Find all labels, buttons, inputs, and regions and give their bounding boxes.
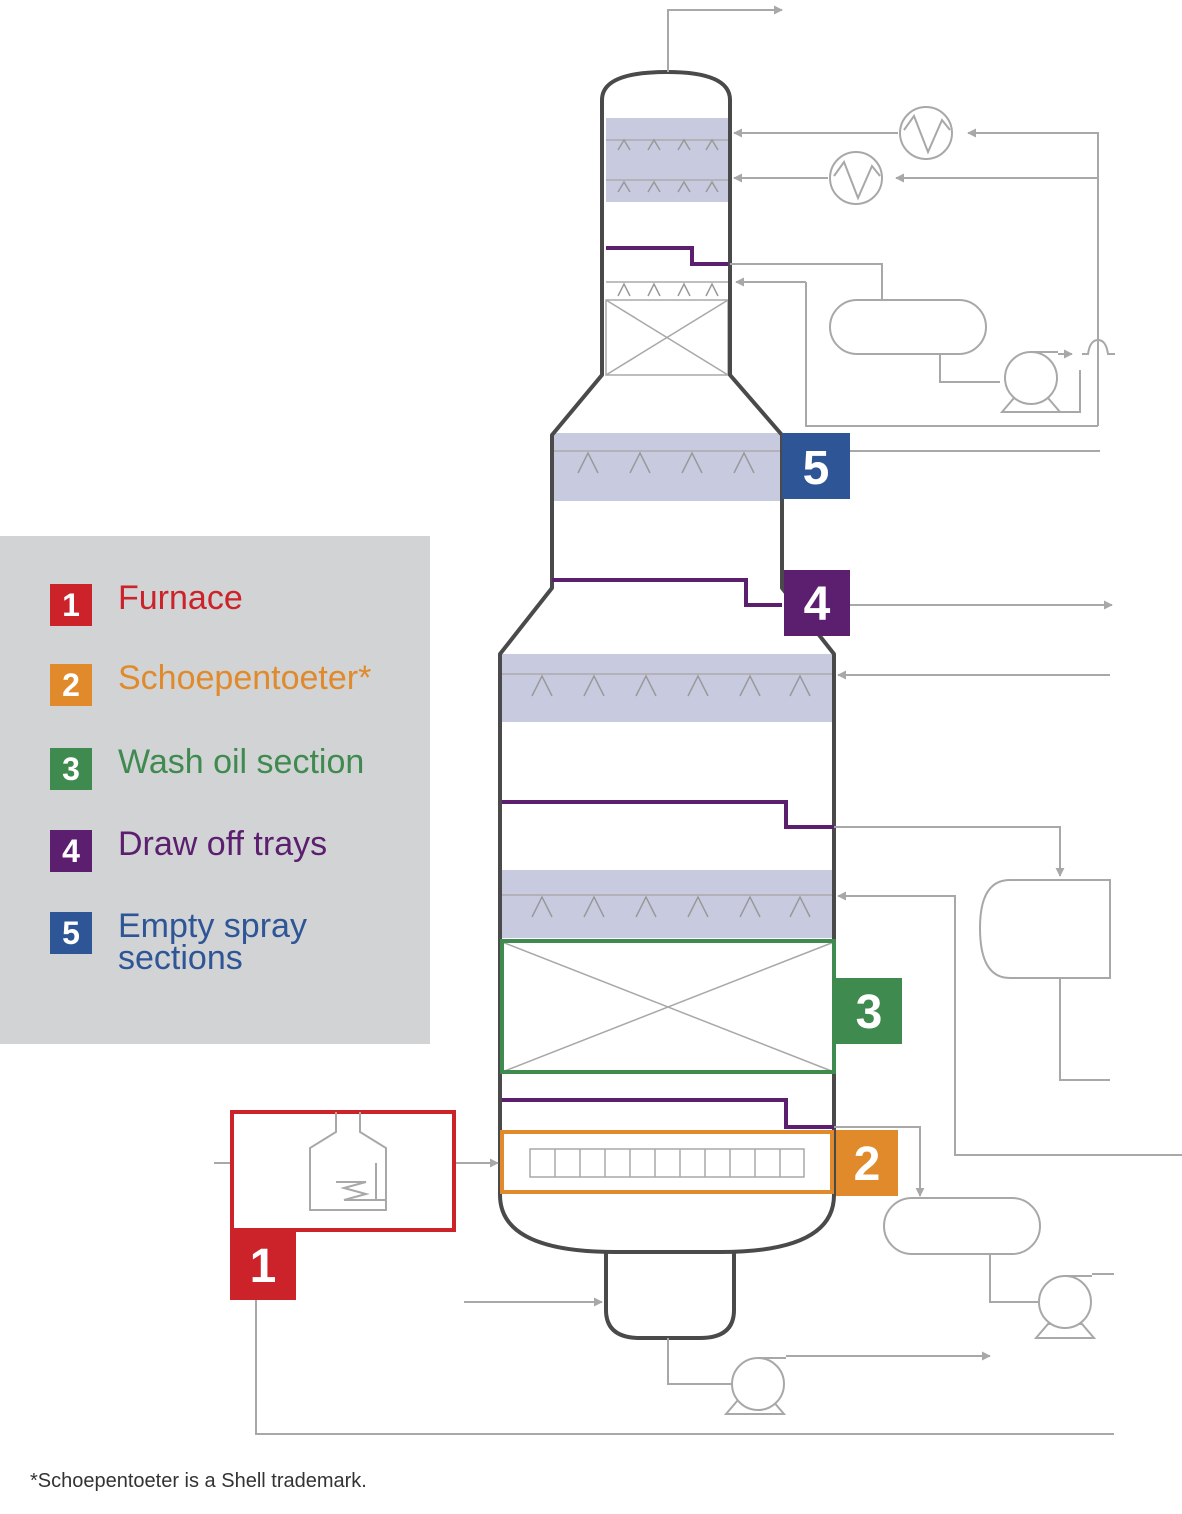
legend-panel: 1 Furnace 2 Schoepentoeter* 3 Wash oil s… — [0, 536, 430, 1044]
furnace — [230, 1110, 456, 1232]
legend-label: Empty spray sections — [118, 907, 418, 977]
svg-text:2: 2 — [854, 1138, 881, 1191]
top-packed-bed — [605, 299, 729, 376]
callout-furnace: 1 — [230, 1230, 296, 1300]
column-shell — [498, 70, 836, 1254]
legend-label: Furnace — [118, 579, 243, 617]
schoepentoeter — [500, 1130, 834, 1194]
svg-text:1: 1 — [250, 1240, 277, 1293]
legend-number: 4 — [50, 830, 92, 872]
legend-label: Draw off trays — [118, 825, 328, 863]
spray-nozzles — [502, 138, 834, 918]
legend-label: Schoepentoeter* — [118, 659, 372, 697]
callout-draw-off: 4 — [784, 570, 850, 636]
legend-label-line: Empty spray — [118, 907, 307, 945]
callout-schoepentoeter: 2 — [836, 1130, 898, 1196]
svg-text:5: 5 — [803, 442, 830, 495]
callout-wash-oil: 3 — [836, 978, 902, 1044]
callout-spray: 5 — [782, 433, 850, 499]
legend-number: 3 — [50, 748, 92, 790]
footnote: *Schoepentoeter is a Shell trademark. — [30, 1470, 367, 1492]
pump-icon — [723, 351, 1097, 1415]
legend-number: 5 — [50, 912, 92, 954]
column-boot — [604, 1252, 736, 1340]
svg-text:3: 3 — [856, 986, 883, 1039]
packing-beds — [502, 118, 834, 938]
wash-oil-section — [500, 939, 836, 1074]
legend-number: 2 — [50, 664, 92, 706]
legend-label: Wash oil section — [118, 743, 365, 781]
draw-off-trays — [502, 246, 834, 1129]
svg-text:4: 4 — [804, 578, 831, 631]
legend-label-line: sections — [118, 939, 243, 977]
vessels — [829, 299, 1111, 1255]
legend-number: 1 — [50, 584, 92, 626]
heat-exchanger-icon — [829, 106, 953, 205]
